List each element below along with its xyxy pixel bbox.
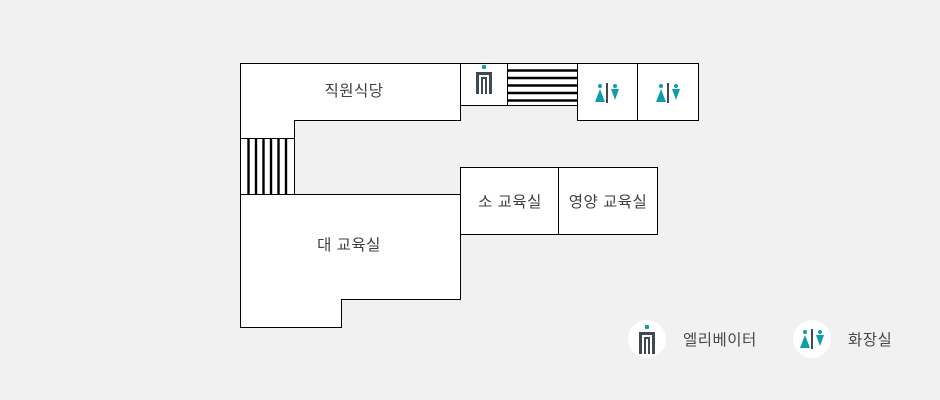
room-nutrition-classroom-shape — [558, 167, 658, 235]
elevator-dot — [645, 324, 649, 329]
male-body — [595, 89, 605, 102]
elevator-outer-gate — [476, 72, 492, 94]
male-head — [598, 84, 602, 88]
elevator-outer-gate — [639, 331, 655, 354]
female-figure-icon — [671, 84, 680, 100]
stairs-horizontal-hatch-icon — [507, 69, 578, 102]
legend-item-elevator: 엘리베이터 — [628, 320, 757, 358]
room-label-nutrition-classroom: 영양 교육실 — [568, 194, 648, 211]
legend-elevator-label: 엘리베이터 — [683, 332, 757, 349]
male-figure-icon — [656, 84, 666, 102]
elevator-dot — [482, 65, 486, 69]
legend-restroom-badge — [793, 320, 831, 358]
elevator-inner-gate — [481, 77, 487, 94]
room-large-classroom-shape — [240, 194, 461, 328]
restroom-icon — [800, 329, 824, 349]
legend-elevator-badge — [628, 320, 666, 358]
restroom-divider — [811, 329, 813, 349]
male-figure-icon — [595, 84, 605, 102]
female-figure-icon — [610, 84, 619, 100]
elevator-icon — [476, 65, 492, 94]
male-body — [656, 89, 666, 102]
male-head — [659, 84, 663, 88]
room-label-large-classroom: 대 교육실 — [317, 237, 381, 254]
female-head — [612, 84, 617, 88]
male-body — [800, 335, 810, 348]
legend-restroom-label: 화장실 — [848, 332, 893, 349]
female-figure-icon — [815, 330, 824, 346]
restroom-icon — [656, 83, 680, 103]
restroom-divider — [667, 83, 669, 103]
female-body — [610, 89, 619, 100]
room-label-staff-cafeteria: 직원식당 — [324, 83, 384, 100]
female-body — [815, 335, 824, 346]
restroom-divider — [606, 83, 608, 103]
elevator-icon — [639, 324, 655, 354]
room-small-classroom-shape — [460, 167, 559, 235]
male-head — [803, 330, 807, 334]
female-head — [673, 84, 678, 88]
male-figure-icon — [800, 330, 810, 348]
room-staff-cafeteria-shape — [240, 63, 461, 139]
stairs-vertical-hatch-icon — [247, 138, 288, 195]
room-label-small-classroom: 소 교육실 — [478, 194, 542, 211]
female-body — [671, 89, 680, 100]
restroom-icon — [595, 83, 619, 103]
legend-item-restroom: 화장실 — [793, 320, 892, 358]
elevator-inner-gate — [644, 336, 650, 354]
female-head — [817, 330, 822, 334]
